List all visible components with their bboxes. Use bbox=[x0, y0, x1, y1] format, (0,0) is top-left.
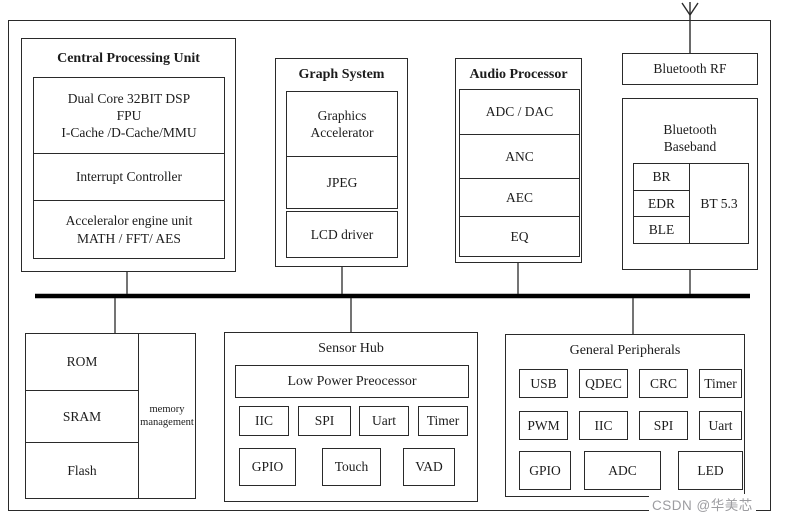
lcd-driver-cell: LCD driver bbox=[286, 211, 398, 258]
cpu-accelerator-cell: Acceleralor engine unit MATH / FFT/ AES bbox=[65, 213, 193, 246]
periph-timer-cell: Timer bbox=[699, 369, 742, 398]
graph-system-title: Graph System bbox=[298, 67, 385, 82]
sensor-spi-cell: SPI bbox=[298, 406, 351, 436]
audio-processor-title: Audio Processor bbox=[469, 67, 568, 82]
cpu-title: Central Processing Unit bbox=[57, 51, 200, 66]
periph-crc-cell: CRC bbox=[639, 369, 688, 398]
graphics-accelerator-cell: Graphics Accelerator bbox=[286, 91, 398, 157]
cpu-inner-stack: Dual Core 32BIT DSP FPU I-Cache /D-Cache… bbox=[33, 77, 225, 259]
anc-cell: ANC bbox=[460, 135, 579, 179]
aec-cell: AEC bbox=[460, 179, 579, 217]
memory-management-label: memory management bbox=[140, 403, 194, 428]
bluetooth-baseband-title: Bluetooth Baseband bbox=[663, 122, 717, 155]
sensor-hub-title: Sensor Hub bbox=[318, 341, 384, 356]
antenna-icon bbox=[681, 2, 699, 53]
periph-iic-cell: IIC bbox=[579, 411, 628, 440]
cpu-interrupt-controller-cell: Interrupt Controller bbox=[34, 154, 224, 201]
audio-processor-block: Audio Processor ADC / DAC ANC AEC EQ bbox=[455, 58, 582, 263]
periph-usb-cell: USB bbox=[519, 369, 568, 398]
bluetooth-baseband-block: Bluetooth Baseband BR EDR BLE BT 5.3 bbox=[622, 98, 758, 270]
sensor-gpio-cell: GPIO bbox=[239, 448, 296, 486]
periph-adc-cell: ADC bbox=[584, 451, 661, 490]
bt-version-cell: BT 5.3 bbox=[700, 195, 738, 211]
bt-br-cell: BR bbox=[634, 164, 689, 191]
adc-dac-cell: ADC / DAC bbox=[460, 90, 579, 135]
cpu-core-cell: Dual Core 32BIT DSP FPU I-Cache /D-Cache… bbox=[34, 78, 224, 154]
audio-inner-stack: ADC / DAC ANC AEC EQ bbox=[459, 89, 580, 257]
bluetooth-rf-block: Bluetooth RF bbox=[622, 53, 758, 85]
bt-mode-table: BR EDR BLE BT 5.3 bbox=[633, 163, 749, 244]
periph-pwm-cell: PWM bbox=[519, 411, 568, 440]
cpu-block: Central Processing Unit Dual Core 32BIT … bbox=[21, 38, 236, 272]
flash-cell: Flash bbox=[67, 462, 97, 478]
sensor-vad-cell: VAD bbox=[403, 448, 455, 486]
bt-ble-cell: BLE bbox=[648, 222, 675, 238]
low-power-processor-cell: Low Power Preocessor bbox=[235, 365, 469, 398]
sram-cell: SRAM bbox=[26, 391, 138, 443]
bluetooth-rf-label: Bluetooth RF bbox=[653, 61, 727, 77]
periph-spi-cell: SPI bbox=[639, 411, 688, 440]
periph-qdec-cell: QDEC bbox=[579, 369, 628, 398]
sensor-timer-cell: Timer bbox=[418, 406, 468, 436]
general-peripherals-title: General Peripherals bbox=[569, 343, 681, 358]
memory-block: ROM SRAM Flash memory management bbox=[25, 333, 196, 499]
eq-cell: EQ bbox=[510, 228, 529, 244]
watermark: CSDN @华美芯 bbox=[649, 494, 756, 514]
graph-system-block: Graph System Graphics Accelerator JPEG L… bbox=[275, 58, 408, 267]
sensor-hub-block: Sensor Hub Low Power Preocessor IIC SPI … bbox=[224, 332, 478, 502]
general-peripherals-block: General Peripherals USB QDEC CRC Timer P… bbox=[505, 334, 745, 497]
rom-cell: ROM bbox=[26, 334, 138, 391]
bt-edr-cell: EDR bbox=[634, 191, 689, 217]
sensor-iic-cell: IIC bbox=[239, 406, 289, 436]
sensor-uart-cell: Uart bbox=[359, 406, 409, 436]
sensor-touch-cell: Touch bbox=[322, 448, 381, 486]
periph-gpio-cell: GPIO bbox=[519, 451, 571, 490]
jpeg-cell: JPEG bbox=[286, 156, 398, 209]
periph-led-cell: LED bbox=[678, 451, 743, 490]
periph-uart-cell: Uart bbox=[699, 411, 742, 440]
